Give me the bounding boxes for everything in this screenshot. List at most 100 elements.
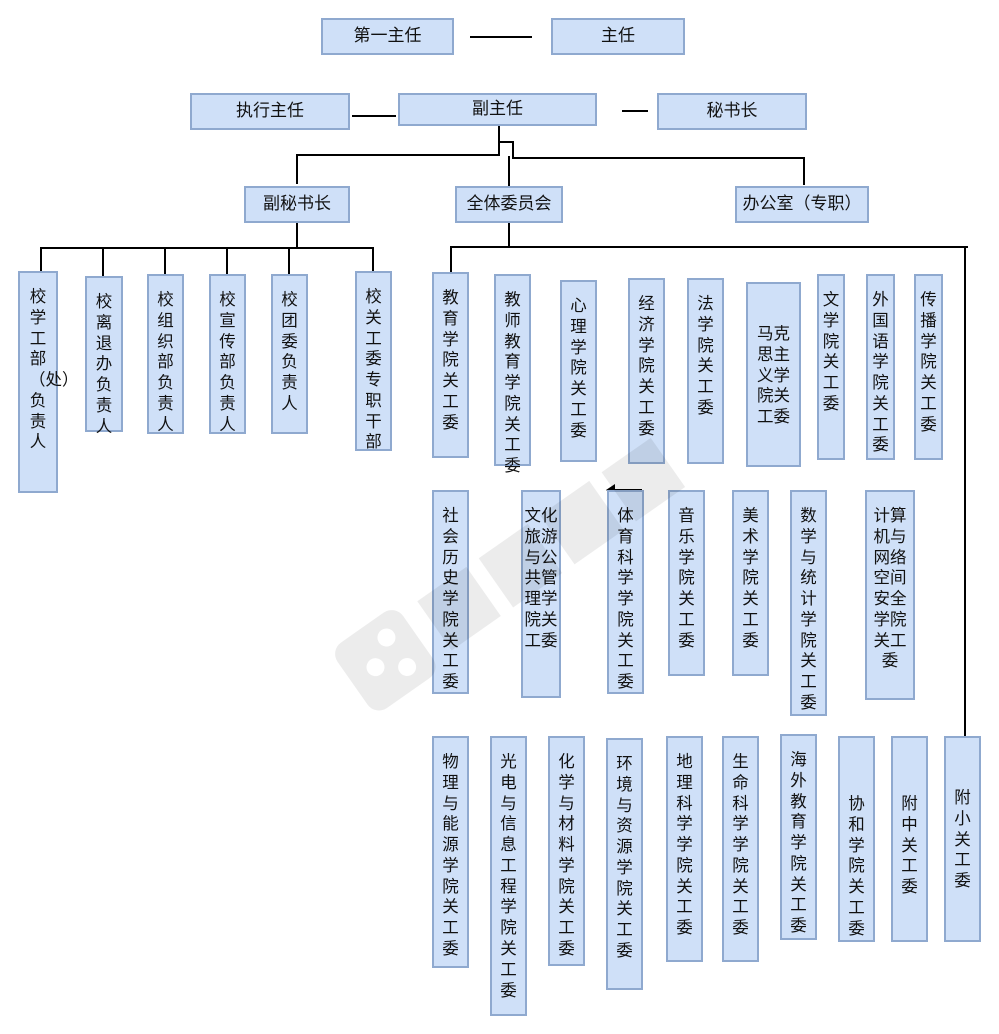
college-committee-box: 音乐学院关工委 <box>668 490 705 676</box>
college-committee-box: 附中关工委 <box>891 736 928 942</box>
college-label: 教师教育学院关工委 <box>504 290 521 476</box>
secretary-general-box: 秘书长 <box>657 93 807 130</box>
college-committee-box: 心理学院关工委 <box>560 280 597 462</box>
director-box: 主任 <box>551 18 685 55</box>
connector-line <box>40 247 42 271</box>
connector-line <box>102 247 104 277</box>
college-committee-box: 经济学院关工委 <box>628 278 665 464</box>
deputy-director-box: 副主任 <box>398 93 597 126</box>
office-box: 办公室（专职） <box>735 186 869 223</box>
connector-line <box>296 154 500 156</box>
college-committee-box: 计算机与网络空间安全学院关工委 <box>865 490 915 700</box>
connector-line <box>226 247 228 275</box>
connector-line <box>508 156 510 186</box>
connector-line <box>470 36 532 38</box>
unit-label: 校关工委专职干部 <box>365 287 382 452</box>
secretary-general-label: 秘书长 <box>706 101 758 121</box>
first-director-box: 第一主任 <box>321 18 454 55</box>
connector-line <box>964 246 966 736</box>
college-committee-box: 协和学院关工委 <box>838 736 875 942</box>
college-committee-box: 地理科学学院关工委 <box>666 736 703 962</box>
college-committee-box: 马克思主义学院关工委 <box>746 282 801 467</box>
college-label: 心理学院关工委 <box>570 296 587 440</box>
college-committee-box: 体育科学学院关工委 <box>607 490 644 694</box>
college-committee-box: 海外教育学院关工委 <box>780 734 817 940</box>
college-label: 光电与信息工程学院关工委 <box>500 752 517 1000</box>
connector-line <box>512 141 514 159</box>
watermark-logo-icon <box>335 437 686 711</box>
unit-label: 校宣传部负责人 <box>219 290 236 434</box>
unit-label: 校学工部（处）负责人 <box>29 287 79 452</box>
college-committee-box: 数学与统计学院关工委 <box>790 490 827 716</box>
all-committee-box: 全体委员会 <box>455 186 563 223</box>
college-committee-box: 文化旅游与公共管理学院关工委 <box>521 490 561 698</box>
college-label: 生命科学学院关工委 <box>732 752 749 938</box>
executive-director-label: 执行主任 <box>236 101 304 121</box>
college-label: 社会历史学院关工委 <box>442 506 459 692</box>
connector-line <box>450 246 968 248</box>
connector-line <box>40 247 374 249</box>
college-label: 美术学院关工委 <box>742 506 759 650</box>
connector-line <box>803 157 805 185</box>
connector-line <box>622 110 648 112</box>
college-committee-box: 美术学院关工委 <box>732 490 769 676</box>
college-committee-box: 传播学院关工委 <box>914 274 943 460</box>
college-label: 地理科学学院关工委 <box>676 752 693 938</box>
college-committee-box: 社会历史学院关工委 <box>432 490 469 694</box>
college-committee-box: 光电与信息工程学院关工委 <box>490 736 527 1016</box>
college-label: 化学与材料学院关工委 <box>558 752 575 959</box>
connector-line <box>296 154 298 184</box>
college-label: 文学院关工委 <box>822 290 840 413</box>
college-committee-box: 文学院关工委 <box>817 274 845 460</box>
college-label: 外国语学院关工委 <box>872 290 889 455</box>
left-unit-box: 校学工部（处）负责人 <box>18 271 79 493</box>
connector-line <box>288 247 290 275</box>
college-label: 附小关工委 <box>954 788 971 891</box>
college-committee-box: 教师教育学院关工委 <box>494 274 531 475</box>
deputy-director-label: 副主任 <box>472 99 523 119</box>
connector-line <box>372 247 374 271</box>
connector-line <box>498 141 514 143</box>
college-committee-box: 化学与材料学院关工委 <box>548 736 585 966</box>
college-label: 环境与资源学院关工委 <box>616 754 633 961</box>
college-label: 物理与能源学院关工委 <box>442 752 459 959</box>
college-committee-box: 外国语学院关工委 <box>866 274 895 460</box>
college-label: 计算机与网络空间安全学院关工委 <box>873 506 907 671</box>
college-label: 附中关工委 <box>901 794 918 897</box>
connector-line <box>164 247 166 275</box>
college-committee-box: 附小关工委 <box>944 736 981 942</box>
college-label: 数学与统计学院关工委 <box>800 506 817 713</box>
executive-director-box: 执行主任 <box>190 93 350 130</box>
college-committee-box: 物理与能源学院关工委 <box>432 736 469 968</box>
college-label: 法学院关工委 <box>697 294 714 417</box>
college-label: 经济学院关工委 <box>638 294 655 438</box>
connector-line <box>508 222 510 248</box>
connector-line <box>450 246 452 272</box>
connector-line <box>296 222 298 248</box>
college-label: 音乐学院关工委 <box>678 506 695 650</box>
unit-label: 校离退办负责人 <box>95 292 113 436</box>
connector-line <box>352 115 396 117</box>
left-unit-box: 校团委负责人 <box>271 274 308 434</box>
left-unit-box: 校组织部负责人 <box>147 274 184 434</box>
unit-label: 校组织部负责人 <box>157 290 174 434</box>
deputy-secretary-general-label: 副秘书长 <box>263 194 331 214</box>
office-label: 办公室（专职） <box>742 194 862 214</box>
college-label: 教育学院关工委 <box>442 288 459 432</box>
college-committee-box: 生命科学学院关工委 <box>722 736 759 962</box>
left-unit-box: 校关工委专职干部 <box>355 271 392 451</box>
college-committee-box: 法学院关工委 <box>687 278 724 464</box>
college-label: 文化旅游与公共管理学院关工委 <box>524 506 558 650</box>
deputy-secretary-general-box: 副秘书长 <box>244 186 350 223</box>
college-committee-box: 环境与资源学院关工委 <box>606 738 643 990</box>
director-label: 主任 <box>601 26 635 46</box>
first-director-label: 第一主任 <box>353 26 422 46</box>
college-label: 体育科学学院关工委 <box>617 506 634 692</box>
college-label: 马克思主义学院关工委 <box>757 324 790 427</box>
college-label: 传播学院关工委 <box>920 290 937 434</box>
college-committee-box: 教育学院关工委 <box>432 272 469 458</box>
all-committee-label: 全体委员会 <box>466 194 552 214</box>
left-unit-box: 校宣传部负责人 <box>209 274 246 434</box>
unit-label: 校团委负责人 <box>281 290 298 413</box>
college-label: 海外教育学院关工委 <box>790 750 807 936</box>
